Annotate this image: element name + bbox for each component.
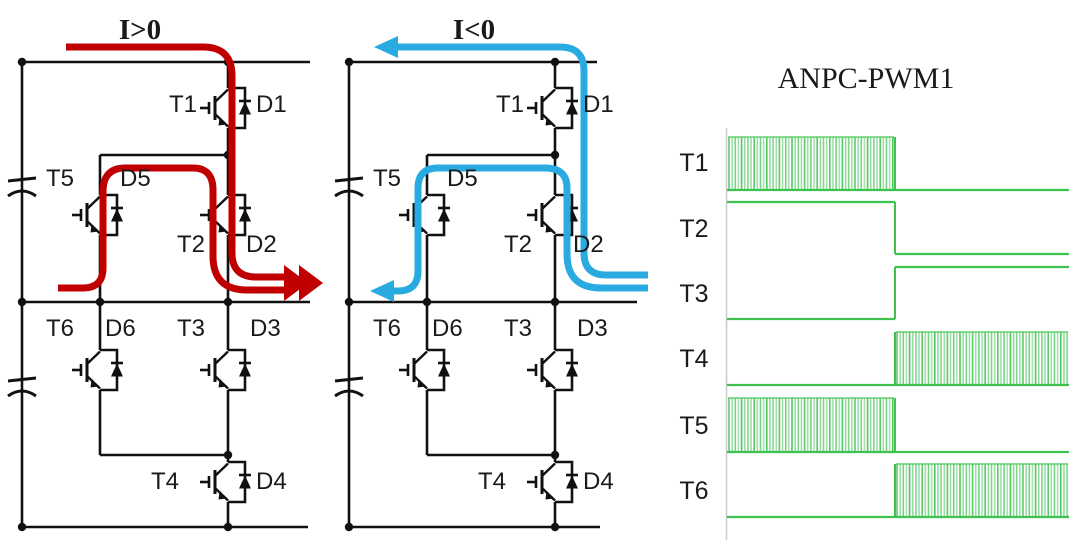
label-t1: T1 — [169, 91, 197, 118]
label-t6: T6 — [373, 315, 401, 342]
label-t5: T5 — [46, 165, 74, 192]
pwm-trace-t5 — [727, 397, 1069, 454]
output-arrow-icon — [299, 265, 323, 301]
igbt-t5-d5 — [70, 193, 125, 237]
circuit-positive-current: I>0 T1 D1 T5 D5 T2 D2 T6 D6 T3 D3 T4 D4 — [6, 14, 323, 532]
igbt-t5-d5 — [397, 193, 452, 237]
current-path-dc-to-output — [66, 43, 286, 281]
igbt-t2-d2 — [198, 193, 253, 237]
label-t5: T5 — [373, 165, 401, 192]
circuit-wires — [20, 60, 310, 529]
label-d2: D2 — [573, 231, 604, 258]
signal-label-t1: T1 — [679, 149, 708, 177]
signal-label-t5: T5 — [679, 412, 708, 440]
label-d3: D3 — [250, 315, 281, 342]
pwm-trace-t3 — [727, 265, 1069, 321]
igbt-t3-d3 — [198, 348, 253, 392]
circuit-negative-current: I<0 T1 D1 T5 D5 T2 D2 T6 D6 T3 D3 T4 D4 — [333, 14, 648, 532]
igbt-t6-d6 — [70, 348, 125, 392]
label-d5: D5 — [120, 165, 151, 192]
igbt-t1-d1 — [525, 86, 580, 130]
current-path-output-to-dc — [396, 43, 648, 279]
negative-current-path — [370, 36, 648, 302]
igbt-t1-d1 — [198, 86, 253, 130]
current-path-neutral-to-output — [58, 164, 286, 294]
label-t4: T4 — [478, 468, 506, 495]
junction-dots — [17, 57, 233, 532]
label-d5: D5 — [447, 165, 478, 192]
label-d1: D1 — [583, 91, 614, 118]
label-d6: D6 — [105, 315, 136, 342]
neutral-arrow-icon — [370, 280, 394, 302]
dc-arrow-icon — [374, 36, 398, 58]
output-arrow-icon — [284, 265, 308, 301]
label-d1: D1 — [256, 91, 287, 118]
junction-dots — [344, 57, 560, 532]
igbt-t3-d3 — [525, 348, 580, 392]
current-direction-label: I>0 — [119, 14, 161, 46]
current-direction-label: I<0 — [453, 14, 495, 46]
circuit-wires — [347, 60, 637, 529]
current-path-output-to-neutral — [392, 164, 648, 295]
pwm-trace-t6 — [727, 463, 1069, 519]
label-t4: T4 — [151, 468, 179, 495]
label-d3: D3 — [577, 315, 608, 342]
label-d2: D2 — [246, 231, 277, 258]
pwm-panel-title: ANPC-PWM1 — [778, 62, 955, 95]
pwm-trace-t4 — [727, 331, 1069, 387]
label-t6: T6 — [46, 315, 74, 342]
pwm-waveforms — [727, 136, 1069, 519]
label-d4: D4 — [256, 468, 287, 495]
igbt-t4-d4 — [198, 460, 253, 504]
label-d6: D6 — [432, 315, 463, 342]
signal-label-t4: T4 — [679, 345, 708, 373]
label-d4: D4 — [583, 468, 614, 495]
signal-label-t2: T2 — [679, 215, 708, 243]
positive-current-path — [58, 43, 323, 301]
signal-label-t6: T6 — [679, 477, 708, 505]
label-t1: T1 — [496, 91, 524, 118]
label-t2: T2 — [177, 231, 205, 258]
signal-label-t3: T3 — [679, 280, 708, 308]
label-t3: T3 — [504, 315, 532, 342]
pwm-trace-t2 — [727, 200, 1069, 256]
igbt-t6-d6 — [397, 348, 452, 392]
pwm-panel: ANPC-PWM1 T1 T2 T3 T4 T5 T6 — [679, 62, 1069, 540]
pwm-trace-t1 — [727, 136, 1069, 192]
label-t2: T2 — [504, 231, 532, 258]
igbt-t4-d4 — [525, 460, 580, 504]
label-t3: T3 — [177, 315, 205, 342]
